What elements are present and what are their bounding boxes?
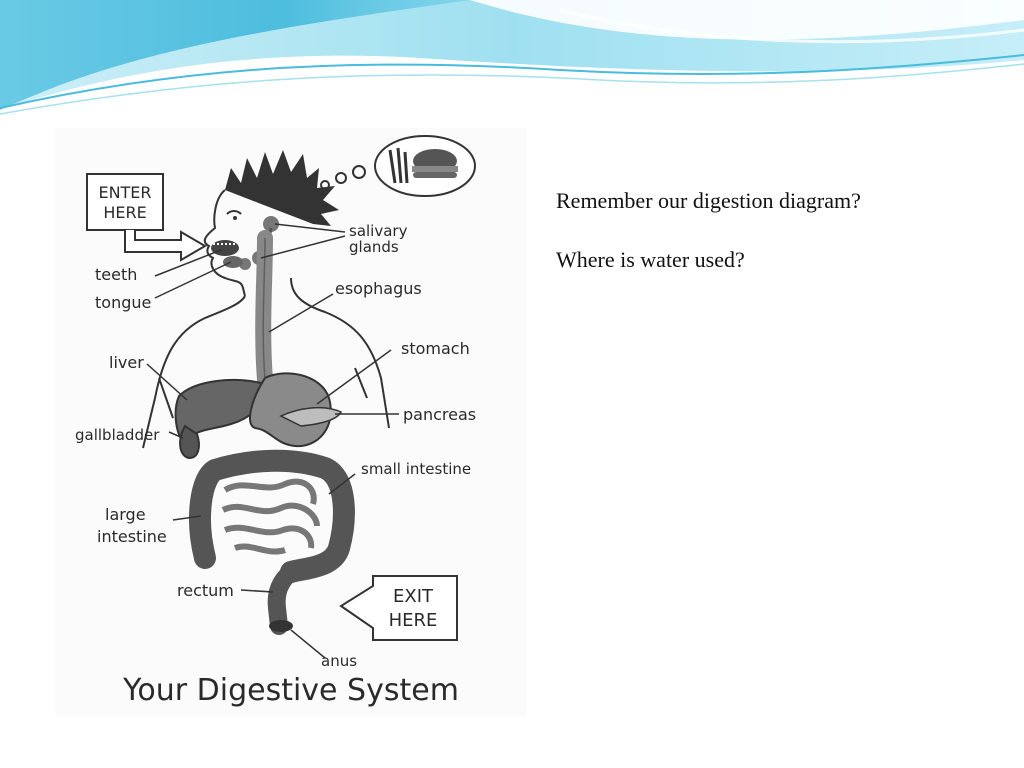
label-large-intestine-line2: intestine xyxy=(97,527,167,546)
header-wave-decoration xyxy=(0,0,1024,115)
gallbladder-icon xyxy=(179,424,200,460)
label-esophagus: esophagus xyxy=(335,279,422,298)
label-liver: liver xyxy=(109,353,144,372)
hair-icon xyxy=(225,150,339,226)
label-large-intestine-line1: large xyxy=(105,505,146,524)
label-gallbladder: gallbladder xyxy=(75,426,160,444)
body-outline xyxy=(142,295,246,449)
label-stomach: stomach xyxy=(401,339,470,358)
large-intestine-icon xyxy=(189,449,355,583)
slide-text-line-2: Where is water used? xyxy=(556,247,745,273)
label-teeth: teeth xyxy=(95,265,137,284)
diagram-title: Your Digestive System xyxy=(122,673,459,708)
liver-icon xyxy=(174,379,267,446)
label-salivary-line1: salivary xyxy=(349,222,408,240)
label-anus: anus xyxy=(321,652,357,670)
mouth-teeth-icon xyxy=(211,240,243,268)
slide-text: Remember our digestion diagram? Where is… xyxy=(556,188,996,307)
pancreas-icon xyxy=(279,406,343,427)
slide-text-line-1: Remember our digestion diagram? xyxy=(556,188,861,213)
label-salivary-line2: glands xyxy=(349,238,399,256)
stomach-icon xyxy=(249,372,332,448)
digestive-system-diagram: ENTER HERE EXIT HERE xyxy=(55,128,527,716)
enter-here-sign: ENTER HERE xyxy=(86,173,207,262)
enter-sign-line2: HERE xyxy=(103,203,146,222)
anus-icon xyxy=(269,620,293,632)
exit-sign-line2: HERE xyxy=(389,610,438,631)
label-leader-lines xyxy=(146,223,399,659)
small-intestine-icon xyxy=(221,478,320,555)
label-tongue: tongue xyxy=(95,293,151,312)
rectum-icon xyxy=(267,563,300,635)
label-rectum: rectum xyxy=(177,581,234,600)
label-pancreas: pancreas xyxy=(403,405,476,424)
label-small-intestine: small intestine xyxy=(361,460,471,478)
exit-sign-line1: EXIT xyxy=(393,586,434,607)
exit-here-sign: EXIT HERE xyxy=(339,575,458,641)
thought-bubble-burger-icon xyxy=(320,135,476,197)
enter-sign-line1: ENTER xyxy=(98,183,151,202)
